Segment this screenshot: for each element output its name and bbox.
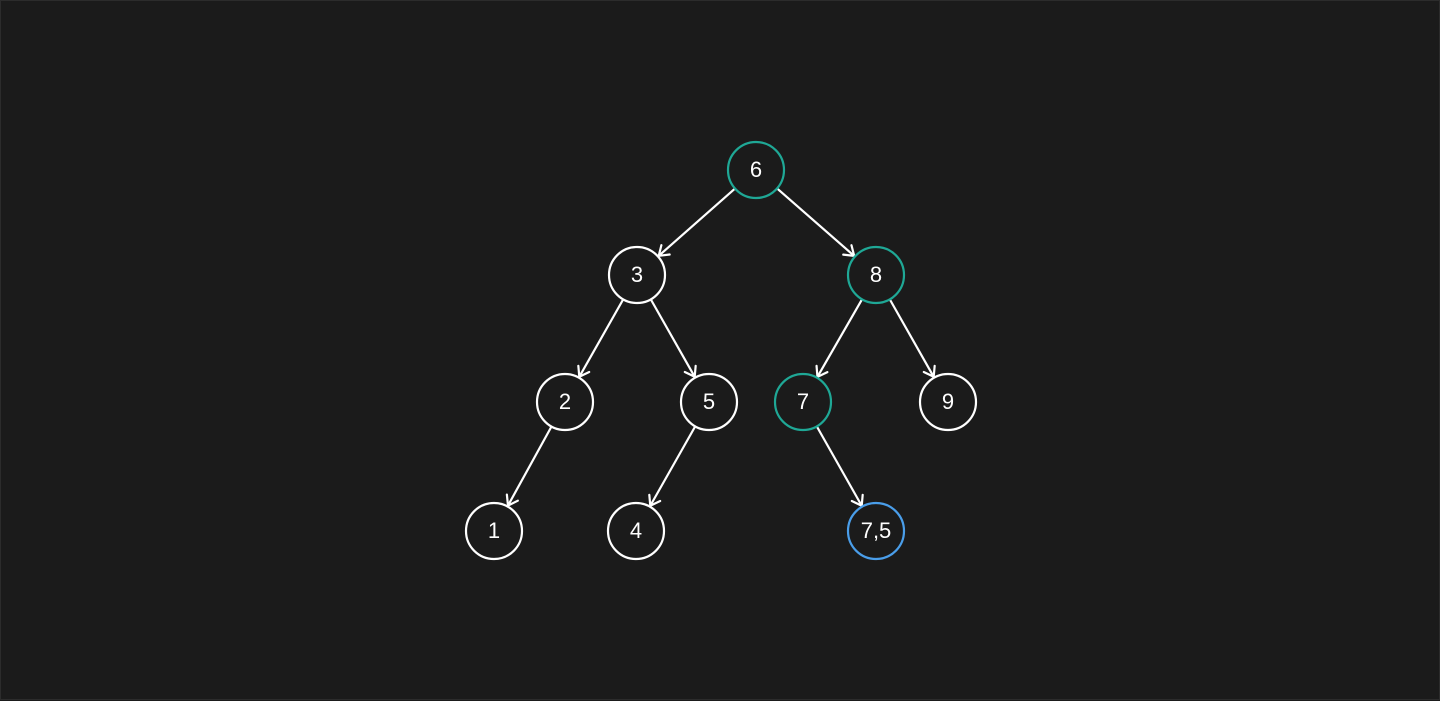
node-label: 5 — [703, 389, 715, 414]
node-label: 7 — [797, 389, 809, 414]
edge-line — [649, 425, 697, 507]
node-circle — [535, 372, 595, 432]
edge-6-to-8 — [775, 187, 856, 258]
tree-node-2: 2 — [535, 372, 595, 432]
edge-3-to-2 — [577, 298, 625, 378]
node-circle — [918, 372, 978, 432]
node-circle — [607, 245, 667, 305]
edge-line — [888, 298, 935, 378]
tree-node-7: 7 — [773, 372, 833, 432]
edge-line — [657, 187, 737, 257]
node-circle — [606, 501, 666, 561]
edge-8-to-9 — [888, 298, 936, 378]
edge-3-to-5 — [649, 298, 697, 378]
edge-7-to-7,5 — [815, 425, 864, 507]
edge-6-to-3 — [657, 187, 737, 257]
edges-layer — [505, 187, 936, 507]
node-circle — [464, 501, 524, 561]
node-label: 2 — [559, 389, 571, 414]
nodes-layer: 6 3 8 2 5 7 9 1 4 7,5 — [464, 140, 978, 561]
edge-line — [816, 298, 864, 378]
tree-node-7-5: 7,5 — [846, 501, 906, 561]
node-label: 4 — [630, 518, 642, 543]
edge-8-to-7 — [815, 298, 864, 378]
node-label: 6 — [750, 157, 762, 182]
edge-2-to-1 — [505, 425, 553, 507]
node-circle — [846, 245, 906, 305]
node-circle — [726, 140, 786, 200]
node-circle — [773, 372, 833, 432]
edge-line — [506, 425, 553, 507]
tree-node-1: 1 — [464, 501, 524, 561]
node-label: 1 — [488, 518, 500, 543]
tree-node-9: 9 — [918, 372, 978, 432]
tree-node-4: 4 — [606, 501, 666, 561]
edge-line — [775, 187, 856, 258]
edge-line — [578, 298, 625, 378]
edge-5-to-4 — [648, 425, 697, 507]
node-circle — [846, 501, 906, 561]
node-label: 9 — [942, 389, 954, 414]
node-label: 8 — [870, 262, 882, 287]
edge-line — [649, 298, 696, 378]
node-circle — [679, 372, 739, 432]
node-label: 7,5 — [861, 518, 892, 543]
edge-line — [815, 425, 863, 507]
tree-node-6: 6 — [726, 140, 786, 200]
tree-node-5: 5 — [679, 372, 739, 432]
tree-node-3: 3 — [607, 245, 667, 305]
tree-node-8: 8 — [846, 245, 906, 305]
node-label: 3 — [631, 262, 643, 287]
